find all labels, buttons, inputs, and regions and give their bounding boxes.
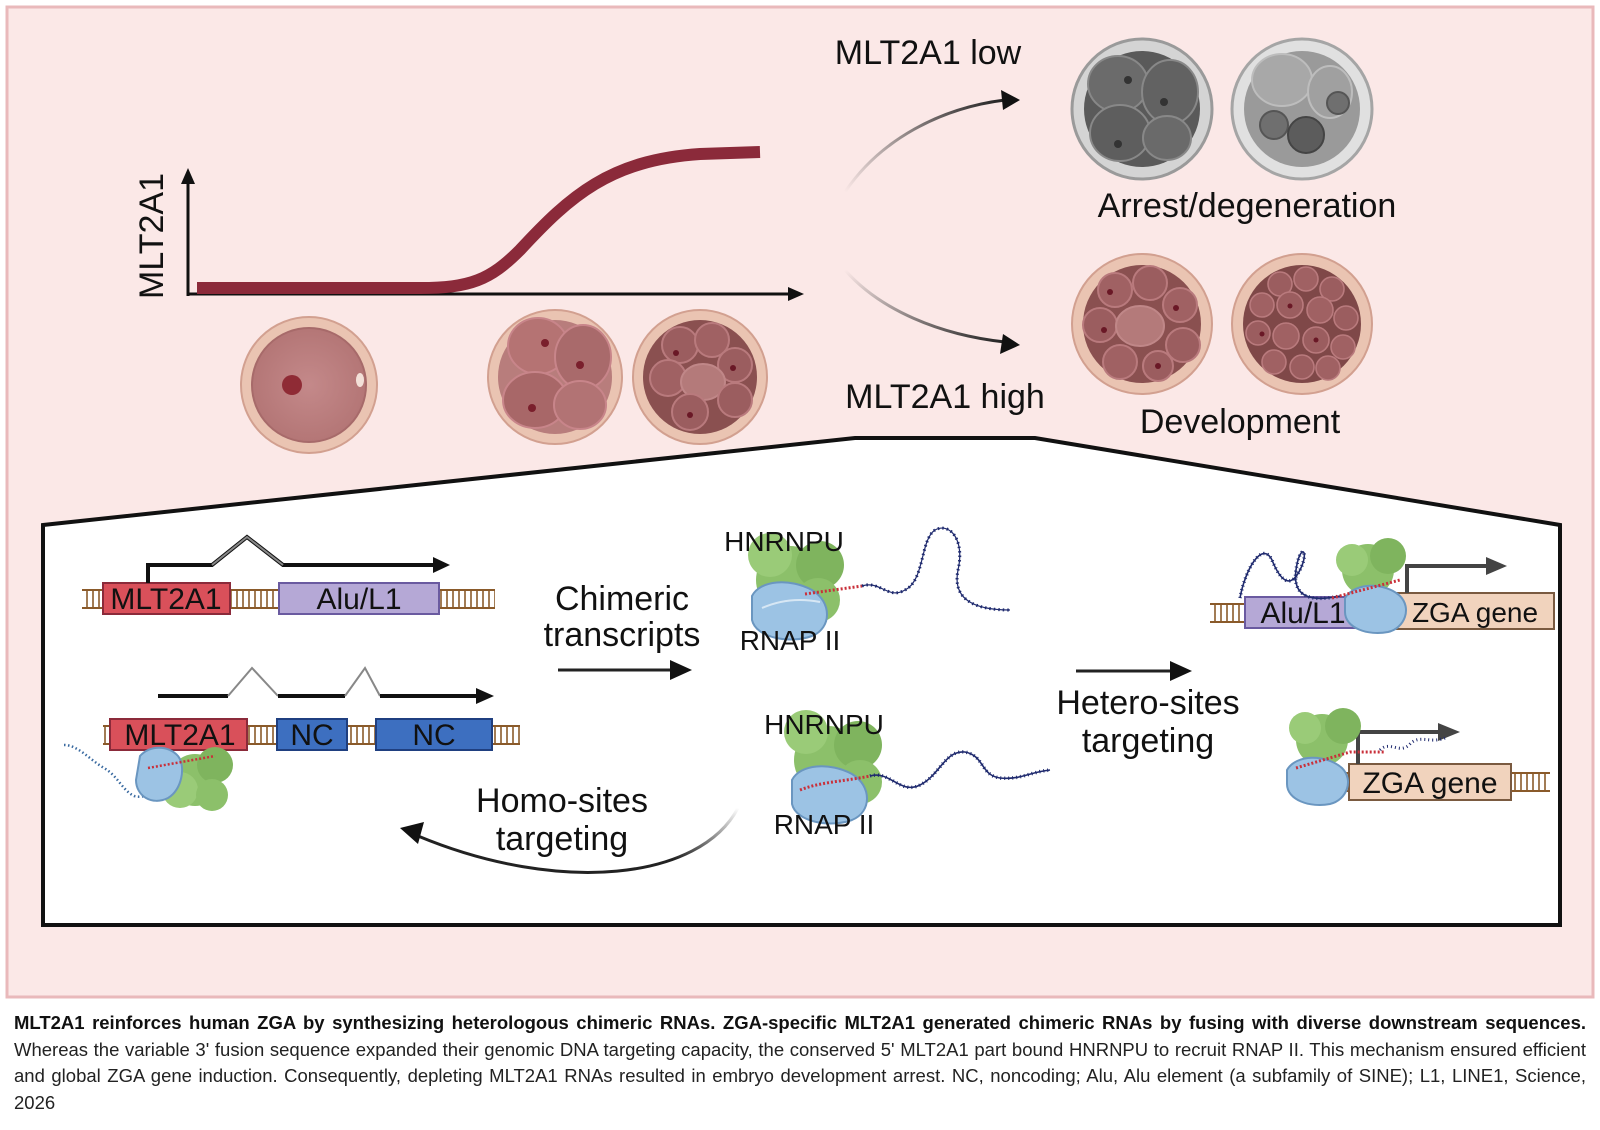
- arrow-to-high: [843, 269, 1006, 344]
- expression-graph: MLT2A1: [133, 146, 804, 301]
- embryo-developing-1: [1071, 253, 1213, 395]
- figure-stage: MLT2A1 MLT2A1 low MLT2A1 high: [5, 5, 1595, 999]
- rnap-ii-upper: [751, 581, 828, 641]
- alu-l1-element: [278, 582, 440, 615]
- mlt2a1-element-label: MLT2A1: [110, 583, 221, 616]
- homo-label-1: Homo-sites: [476, 782, 648, 820]
- target-zga: ZGA gene: [1286, 708, 1550, 806]
- bound-rna-strand: [63, 743, 156, 798]
- chimeric-label-1: Chimeric: [555, 580, 689, 618]
- zga-gene-target-2: [1348, 763, 1512, 801]
- nc-element-1-label: NC: [290, 719, 333, 752]
- construct-mlt2a1-alu: MLT2A1 Alu/L1: [82, 534, 495, 616]
- rnap-label-upper: RNAP II: [740, 625, 841, 656]
- embryo-developing-2: [1231, 253, 1373, 395]
- mechanism-panel: [41, 436, 1562, 927]
- hnrnpu-label-lower: HNRNPU: [764, 709, 884, 740]
- mlt2a1-low-label: MLT2A1 low: [835, 34, 1022, 72]
- zga-gene-target-2-label: ZGA gene: [1362, 767, 1497, 800]
- embryo-8cell: [632, 309, 768, 445]
- embryo-4cell-early: [487, 309, 623, 445]
- embryo-arrested-1: [1070, 37, 1214, 181]
- hnrnpu-complex-lower: [784, 710, 1051, 825]
- hetero-label-1: Hetero-sites: [1056, 684, 1239, 722]
- mlt2a1-element-2: [109, 718, 248, 751]
- development-label: Development: [1140, 403, 1341, 441]
- mlt2a1-element-2-label: MLT2A1: [124, 719, 235, 752]
- nc-element-2: [375, 718, 493, 751]
- nc-element-2-label: NC: [412, 719, 455, 752]
- chimeric-label-2: transcripts: [544, 616, 701, 654]
- chimeric-rna-lower: [869, 751, 1051, 789]
- embryo-arrested-2: [1230, 37, 1374, 181]
- zga-gene-target-1-label: ZGA gene: [1412, 597, 1538, 628]
- hnrnpu-complex-upper: [748, 526, 1011, 641]
- embryo-zygote: [240, 316, 378, 454]
- construct-mlt2a1-nc: MLT2A1 NC NC: [63, 666, 520, 811]
- alu-l1-target-label: Alu/L1: [1260, 597, 1345, 630]
- nc-element-1: [276, 718, 348, 751]
- hetero-label-2: targeting: [1082, 722, 1214, 760]
- caption-text: Whereas the variable 3' fusion sequence …: [14, 1038, 1586, 1113]
- hnrnpu-label-upper: HNRNPU: [724, 526, 844, 557]
- arrest-label: Arrest/degeneration: [1098, 187, 1397, 225]
- arrow-to-low: [843, 98, 1006, 193]
- mlt2a1-level-curve: [197, 146, 761, 294]
- figure-caption: MLT2A1 reinforces human ZGA by synthesiz…: [14, 1010, 1586, 1116]
- diagram-canvas: MLT2A1 MLT2A1 low MLT2A1 high: [5, 5, 1595, 999]
- y-axis-label: MLT2A1: [133, 173, 171, 299]
- caption-bold: MLT2A1 reinforces human ZGA by synthesiz…: [14, 1012, 1586, 1033]
- alu-l1-element-label: Alu/L1: [316, 583, 401, 616]
- target-alu-zga: Alu/L1 ZGA gene: [1210, 538, 1555, 634]
- rnap-ii-bound: [134, 746, 184, 802]
- rnap-label-lower: RNAP II: [774, 809, 875, 840]
- arrow-homo-sites: [417, 807, 740, 874]
- mlt2a1-high-label: MLT2A1 high: [845, 378, 1045, 416]
- mlt2a1-element: [102, 582, 231, 615]
- homo-label-2: targeting: [496, 820, 628, 858]
